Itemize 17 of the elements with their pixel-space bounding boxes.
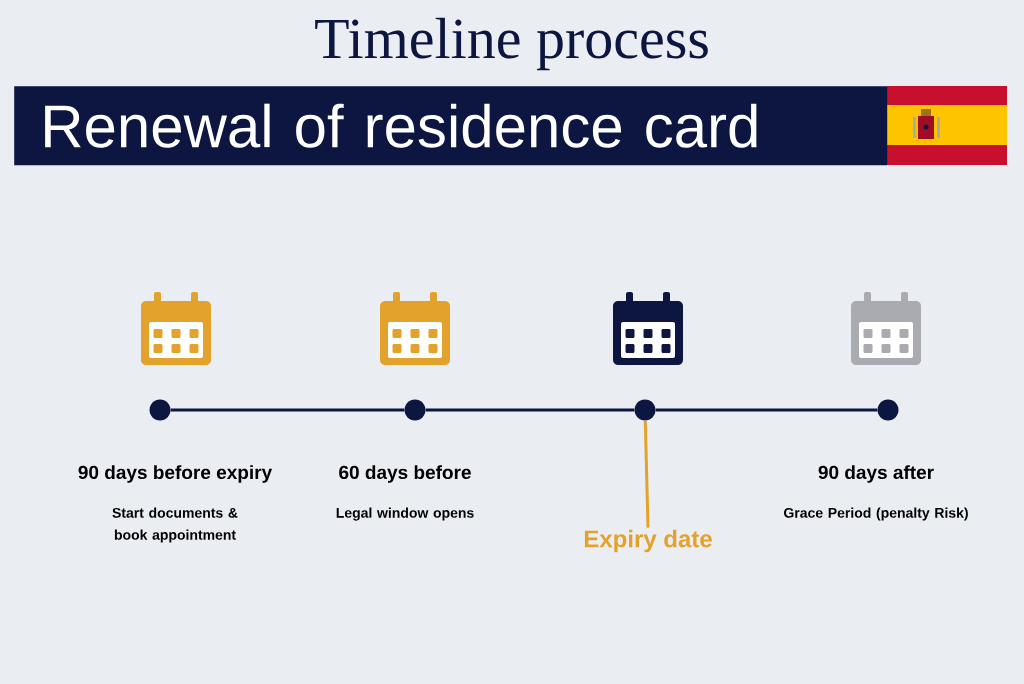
milestone-heading: 90 days after [818,465,934,483]
milestone-label: Expiry date [584,529,712,553]
timeline-dot [634,399,656,421]
milestone-heading: 90 days before expiry [78,465,273,483]
timeline-line [425,408,635,412]
milestone-description: Legal window opens [336,507,474,521]
milestone-heading: 60 days before [339,465,471,483]
timeline-dot [149,399,171,421]
timeline-line [655,408,878,412]
timeline-dot [404,399,426,421]
timeline-dot [877,399,899,421]
timeline-line [170,408,405,412]
milestone-description: Grace Period (penalty Risk) [784,507,968,521]
title: Timeline process [315,17,708,71]
milestone-description: Start documents & book appointment [112,507,238,543]
title-banner: Renewal of residence card [14,86,888,166]
leader-line [643,420,650,528]
